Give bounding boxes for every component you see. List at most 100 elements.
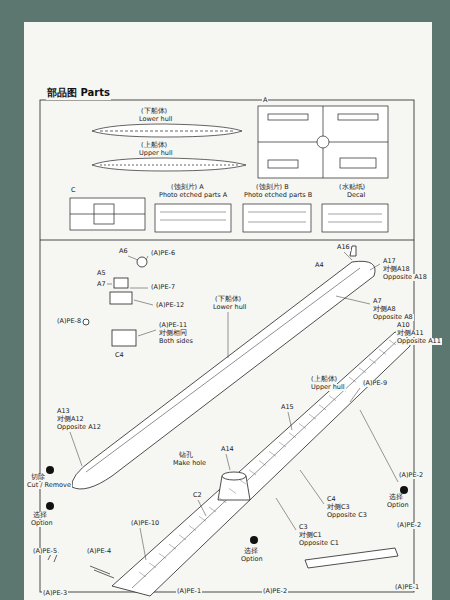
leader-line <box>288 412 292 430</box>
part-label: Opposite A12 <box>56 424 102 431</box>
part-label: (A)PE-8 <box>56 318 82 325</box>
deck-slat <box>289 433 296 438</box>
deck-slat <box>199 516 206 521</box>
part-label: A10 <box>396 322 411 329</box>
periscope-part <box>350 246 356 256</box>
decal-strip <box>305 548 398 568</box>
deck-slat <box>329 396 336 401</box>
leader-line <box>228 312 229 358</box>
sprue-part <box>340 158 376 168</box>
tower-part <box>114 278 128 288</box>
small-part <box>83 319 89 325</box>
leader-line <box>300 470 324 504</box>
deck-slat <box>279 442 286 447</box>
deck-slat <box>249 470 256 475</box>
part-label: A4 <box>314 262 325 269</box>
deck-slat <box>209 507 216 512</box>
lower-hull-part <box>92 124 242 137</box>
lower-hull <box>72 261 375 489</box>
tower-top <box>222 472 246 480</box>
part-label: Opposite A8 <box>372 314 414 321</box>
leader-line <box>360 410 398 482</box>
option-markers <box>46 466 408 578</box>
deck-slat <box>189 526 196 531</box>
deck-slat <box>359 368 366 373</box>
part-label: 选择 <box>243 548 259 555</box>
leader-lines <box>70 252 398 560</box>
etched-detail <box>248 222 306 223</box>
leader-line <box>138 330 156 336</box>
part-label: (A)PE-9 <box>362 380 388 387</box>
decal-detail <box>328 214 382 215</box>
sprue-part <box>268 114 308 120</box>
small-part <box>137 257 147 267</box>
hull-seam <box>100 131 235 132</box>
part-label: (下船体) <box>214 296 242 303</box>
part-label: Opposite A11 <box>396 338 442 345</box>
leader-line <box>70 432 82 466</box>
part-label: 对侧相同 <box>158 330 188 337</box>
part-label: (A)PE-6 <box>150 250 176 257</box>
part-label: Upper hull <box>310 384 346 391</box>
decal-detail <box>328 222 382 223</box>
deck-slat <box>179 535 186 540</box>
part-label: (水贴纸) <box>338 184 366 191</box>
deck-slat <box>219 498 226 503</box>
part-label: A14 <box>220 446 235 453</box>
part-label: Both sides <box>158 338 194 345</box>
part-label: (蚀刻片) B <box>255 184 290 191</box>
part-label: Lower hull <box>212 304 247 311</box>
deck-slat <box>269 451 276 456</box>
leader-line <box>276 498 296 530</box>
part-label: A16 <box>336 244 351 251</box>
deck-slat <box>159 553 166 558</box>
part-label: 对侧A11 <box>396 330 425 337</box>
leader-line <box>140 528 146 560</box>
etched-detail <box>160 220 226 221</box>
part-label: A13 <box>56 408 71 415</box>
part-label: Option <box>240 556 264 563</box>
part-label: (A)PE-11 <box>158 322 188 329</box>
part-label: 对侧C1 <box>298 532 323 539</box>
part-label: A7 <box>96 281 107 288</box>
deck-line <box>132 340 398 588</box>
deck-slats <box>139 340 396 577</box>
part-label: Lower hull <box>138 116 173 123</box>
deck-slat <box>229 488 236 493</box>
deck-slat <box>259 461 266 466</box>
part-label: (蚀刻片) A <box>170 184 205 191</box>
leader-line <box>130 288 148 289</box>
part-label: 切除 <box>30 474 46 481</box>
part-label: C3 <box>298 524 309 531</box>
leader-line <box>134 300 153 305</box>
deck-slat <box>369 359 376 364</box>
part-label: (A)PE-7 <box>150 284 176 291</box>
paper-sheet <box>24 22 432 600</box>
leader-line <box>146 256 148 260</box>
sheet-title: 部品图 Parts <box>46 86 111 100</box>
parts-list <box>70 106 388 232</box>
deck-slat <box>309 414 316 419</box>
part-label: Upper hull <box>138 150 174 157</box>
leader-line <box>344 252 352 260</box>
part-label: (A)PE-1 <box>176 588 202 595</box>
option-marker <box>250 536 258 544</box>
part-label: 对侧A12 <box>56 416 85 423</box>
part-label: (A)PE-5 <box>32 548 58 555</box>
tower-part <box>110 292 132 304</box>
part-label: C4 <box>114 352 125 359</box>
part-label: (A)PE-2 <box>398 472 424 479</box>
leader-line <box>370 264 380 270</box>
sprue-part <box>317 136 329 148</box>
part-label: (上船体) <box>140 142 168 149</box>
part-label: (A)PE-2 <box>396 522 422 529</box>
part-label: (A)PE-10 <box>130 520 160 527</box>
assembly-view <box>72 246 410 596</box>
part-label: C <box>70 187 77 194</box>
deck-slat <box>139 572 146 577</box>
etched-detail <box>160 212 226 213</box>
part-label: Option <box>386 502 410 509</box>
part-label: (A)PE-1 <box>394 584 420 591</box>
part-label: Opposite C1 <box>298 540 340 547</box>
